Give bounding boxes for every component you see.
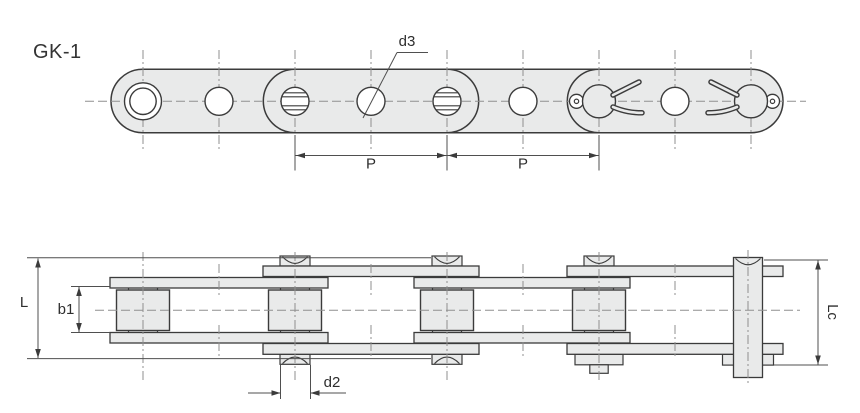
pitch-dimension-arrows [296,152,598,159]
side-view-centerlines [142,250,749,386]
top-view-chain-plan: d3 P P [85,33,806,173]
side-view-chain-assembly: L b1 [20,250,841,399]
sectioned-pin-hole-2 [432,86,462,117]
L-dimension: L [20,257,431,360]
Lc-dimension: Lc [764,259,841,366]
drawing-title: GK-1 [33,41,82,63]
cotter-legs [705,79,740,116]
plate-end-arc-left [262,68,296,134]
b1-label: b1 [58,301,75,318]
Lc-label: Lc [824,304,841,320]
d2-label: d2 [324,374,341,391]
cotter-legs [610,79,645,116]
b1-dimension: b1 [58,286,110,333]
plain-holes [204,86,690,117]
pitch-label-1: P [366,156,376,173]
pitch-dimension [294,135,600,171]
pitch-label-2: P [518,156,528,173]
pin-boss [733,84,769,119]
L-label: L [20,294,28,311]
bushing-ring-hole [123,82,163,121]
cotter-pin-left-legs [705,79,781,119]
d3-label: d3 [399,33,416,50]
cotter-pin-right-legs [568,79,645,119]
sectioned-pin-hole-1 [280,86,310,117]
pin-boss [581,84,617,119]
d3-dimension: d3 [362,33,428,119]
d2-dimension: d2 [248,364,346,399]
